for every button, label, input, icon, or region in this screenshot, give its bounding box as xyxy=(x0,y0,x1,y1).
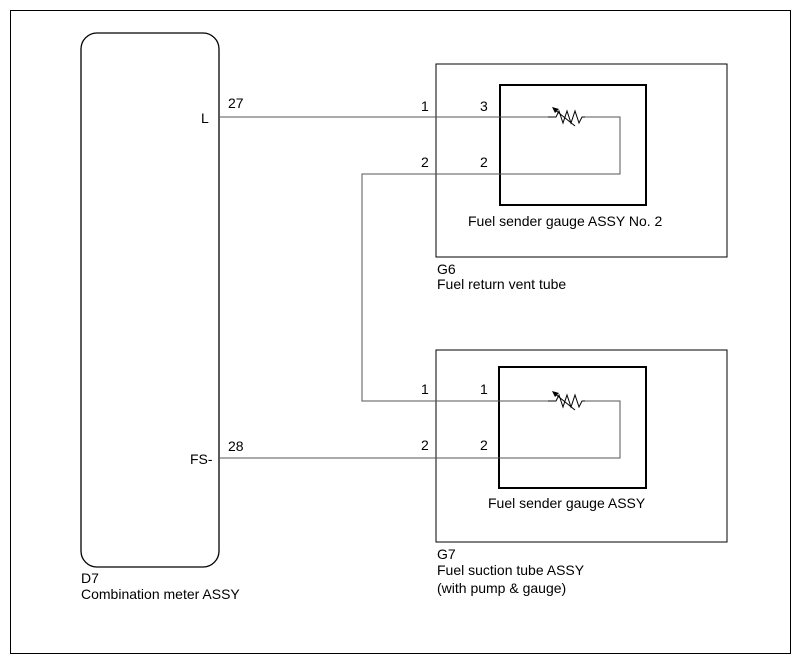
g6-variable-resistor-icon xyxy=(548,107,585,127)
diagram-frame xyxy=(10,10,791,654)
g7-variable-resistor-icon xyxy=(548,391,585,411)
g6-name: Fuel return vent tube xyxy=(437,276,567,292)
g7-sender-label: Fuel sender gauge ASSY xyxy=(488,495,646,511)
meter-pin-28: 28 xyxy=(228,438,244,454)
meter-code: D7 xyxy=(81,570,99,586)
g7-sender-pin-2: 2 xyxy=(480,437,488,453)
g6-sender-box xyxy=(499,84,647,206)
meter-pin-l-label: L xyxy=(201,110,209,126)
g6-sender-pin-2: 2 xyxy=(480,154,488,170)
g7-sender-box xyxy=(498,366,647,489)
combination-meter-body xyxy=(80,32,220,568)
meter-name: Combination meter ASSY xyxy=(81,586,240,602)
g6-outer-box xyxy=(435,63,728,258)
g7-outer-box xyxy=(435,349,728,543)
g7-name: Fuel suction tube ASSY xyxy=(437,562,585,578)
meter-pin-fs-label: FS- xyxy=(190,451,213,467)
wire-g7-internal xyxy=(500,400,621,459)
g6-code: G6 xyxy=(437,261,456,277)
meter-pin-27: 27 xyxy=(228,95,244,111)
g6-sender-label: Fuel sender gauge ASSY No. 2 xyxy=(468,213,663,229)
wire-g6-to-g7 xyxy=(361,173,548,402)
g6-connector-pin-1: 1 xyxy=(421,98,429,114)
g7-subname: (with pump & gauge) xyxy=(437,580,567,596)
g6-sender-pin-3: 3 xyxy=(480,98,488,114)
g7-connector-pin-2: 2 xyxy=(421,437,429,453)
g7-sender-pin-1: 1 xyxy=(480,381,488,397)
g7-code: G7 xyxy=(437,546,456,562)
wire-g6-internal xyxy=(500,116,621,175)
g6-connector-pin-2: 2 xyxy=(421,154,429,170)
g7-connector-pin-1: 1 xyxy=(421,381,429,397)
